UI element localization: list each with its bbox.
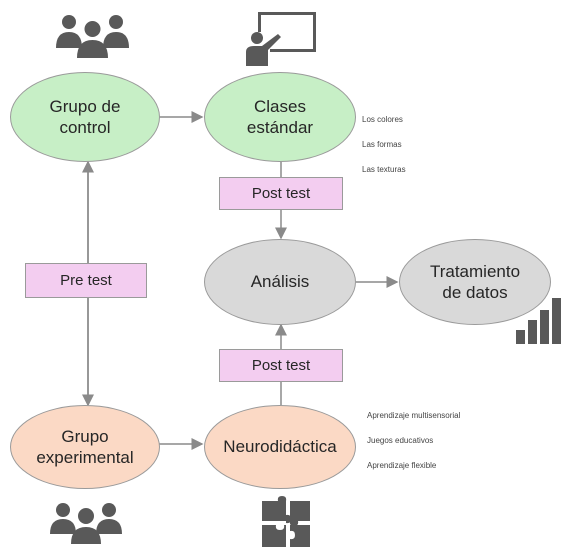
neurodidactics-node: Neurodidáctica [204, 405, 356, 489]
post-test-top-label: Post test [251, 185, 311, 202]
standard-classes-label: Clases estándar [246, 96, 314, 137]
teacher-board-icon [246, 12, 316, 66]
experimental-group-label: Grupo experimental [36, 426, 134, 467]
control-group-node: Grupo de control [10, 72, 160, 162]
post-test-bottom-box: Post test [219, 349, 343, 382]
standard-classes-notes: Los colores Las formas Las texturas [362, 116, 406, 191]
analysis-label: Análisis [250, 272, 310, 292]
standard-note-item: Las formas [362, 140, 402, 149]
group-icon [56, 15, 129, 58]
data-processing-node: Tratamiento de datos [399, 239, 551, 325]
neuro-note-item: Aprendizaje multisensorial [367, 411, 461, 420]
control-group-label: Grupo de control [49, 96, 121, 137]
bar-chart-icon [516, 298, 561, 344]
pre-test-label: Pre test [60, 272, 112, 289]
standard-note-item: Los colores [362, 115, 403, 124]
pre-test-box: Pre test [25, 263, 147, 298]
neuro-note-item: Aprendizaje flexible [367, 461, 437, 470]
experimental-group-node: Grupo experimental [10, 405, 160, 489]
standard-classes-node: Clases estándar [204, 72, 356, 162]
post-test-bottom-label: Post test [251, 357, 311, 374]
data-processing-label: Tratamiento de datos [429, 261, 521, 302]
neurodidactics-label: Neurodidáctica [223, 437, 337, 457]
analysis-node: Análisis [204, 239, 356, 325]
neurodidactics-notes: Aprendizaje multisensorial Juegos educat… [367, 412, 460, 487]
post-test-top-box: Post test [219, 177, 343, 210]
standard-note-item: Las texturas [362, 165, 406, 174]
neuro-note-item: Juegos educativos [367, 436, 434, 445]
puzzle-icon [262, 496, 310, 547]
group-icon [50, 503, 122, 544]
